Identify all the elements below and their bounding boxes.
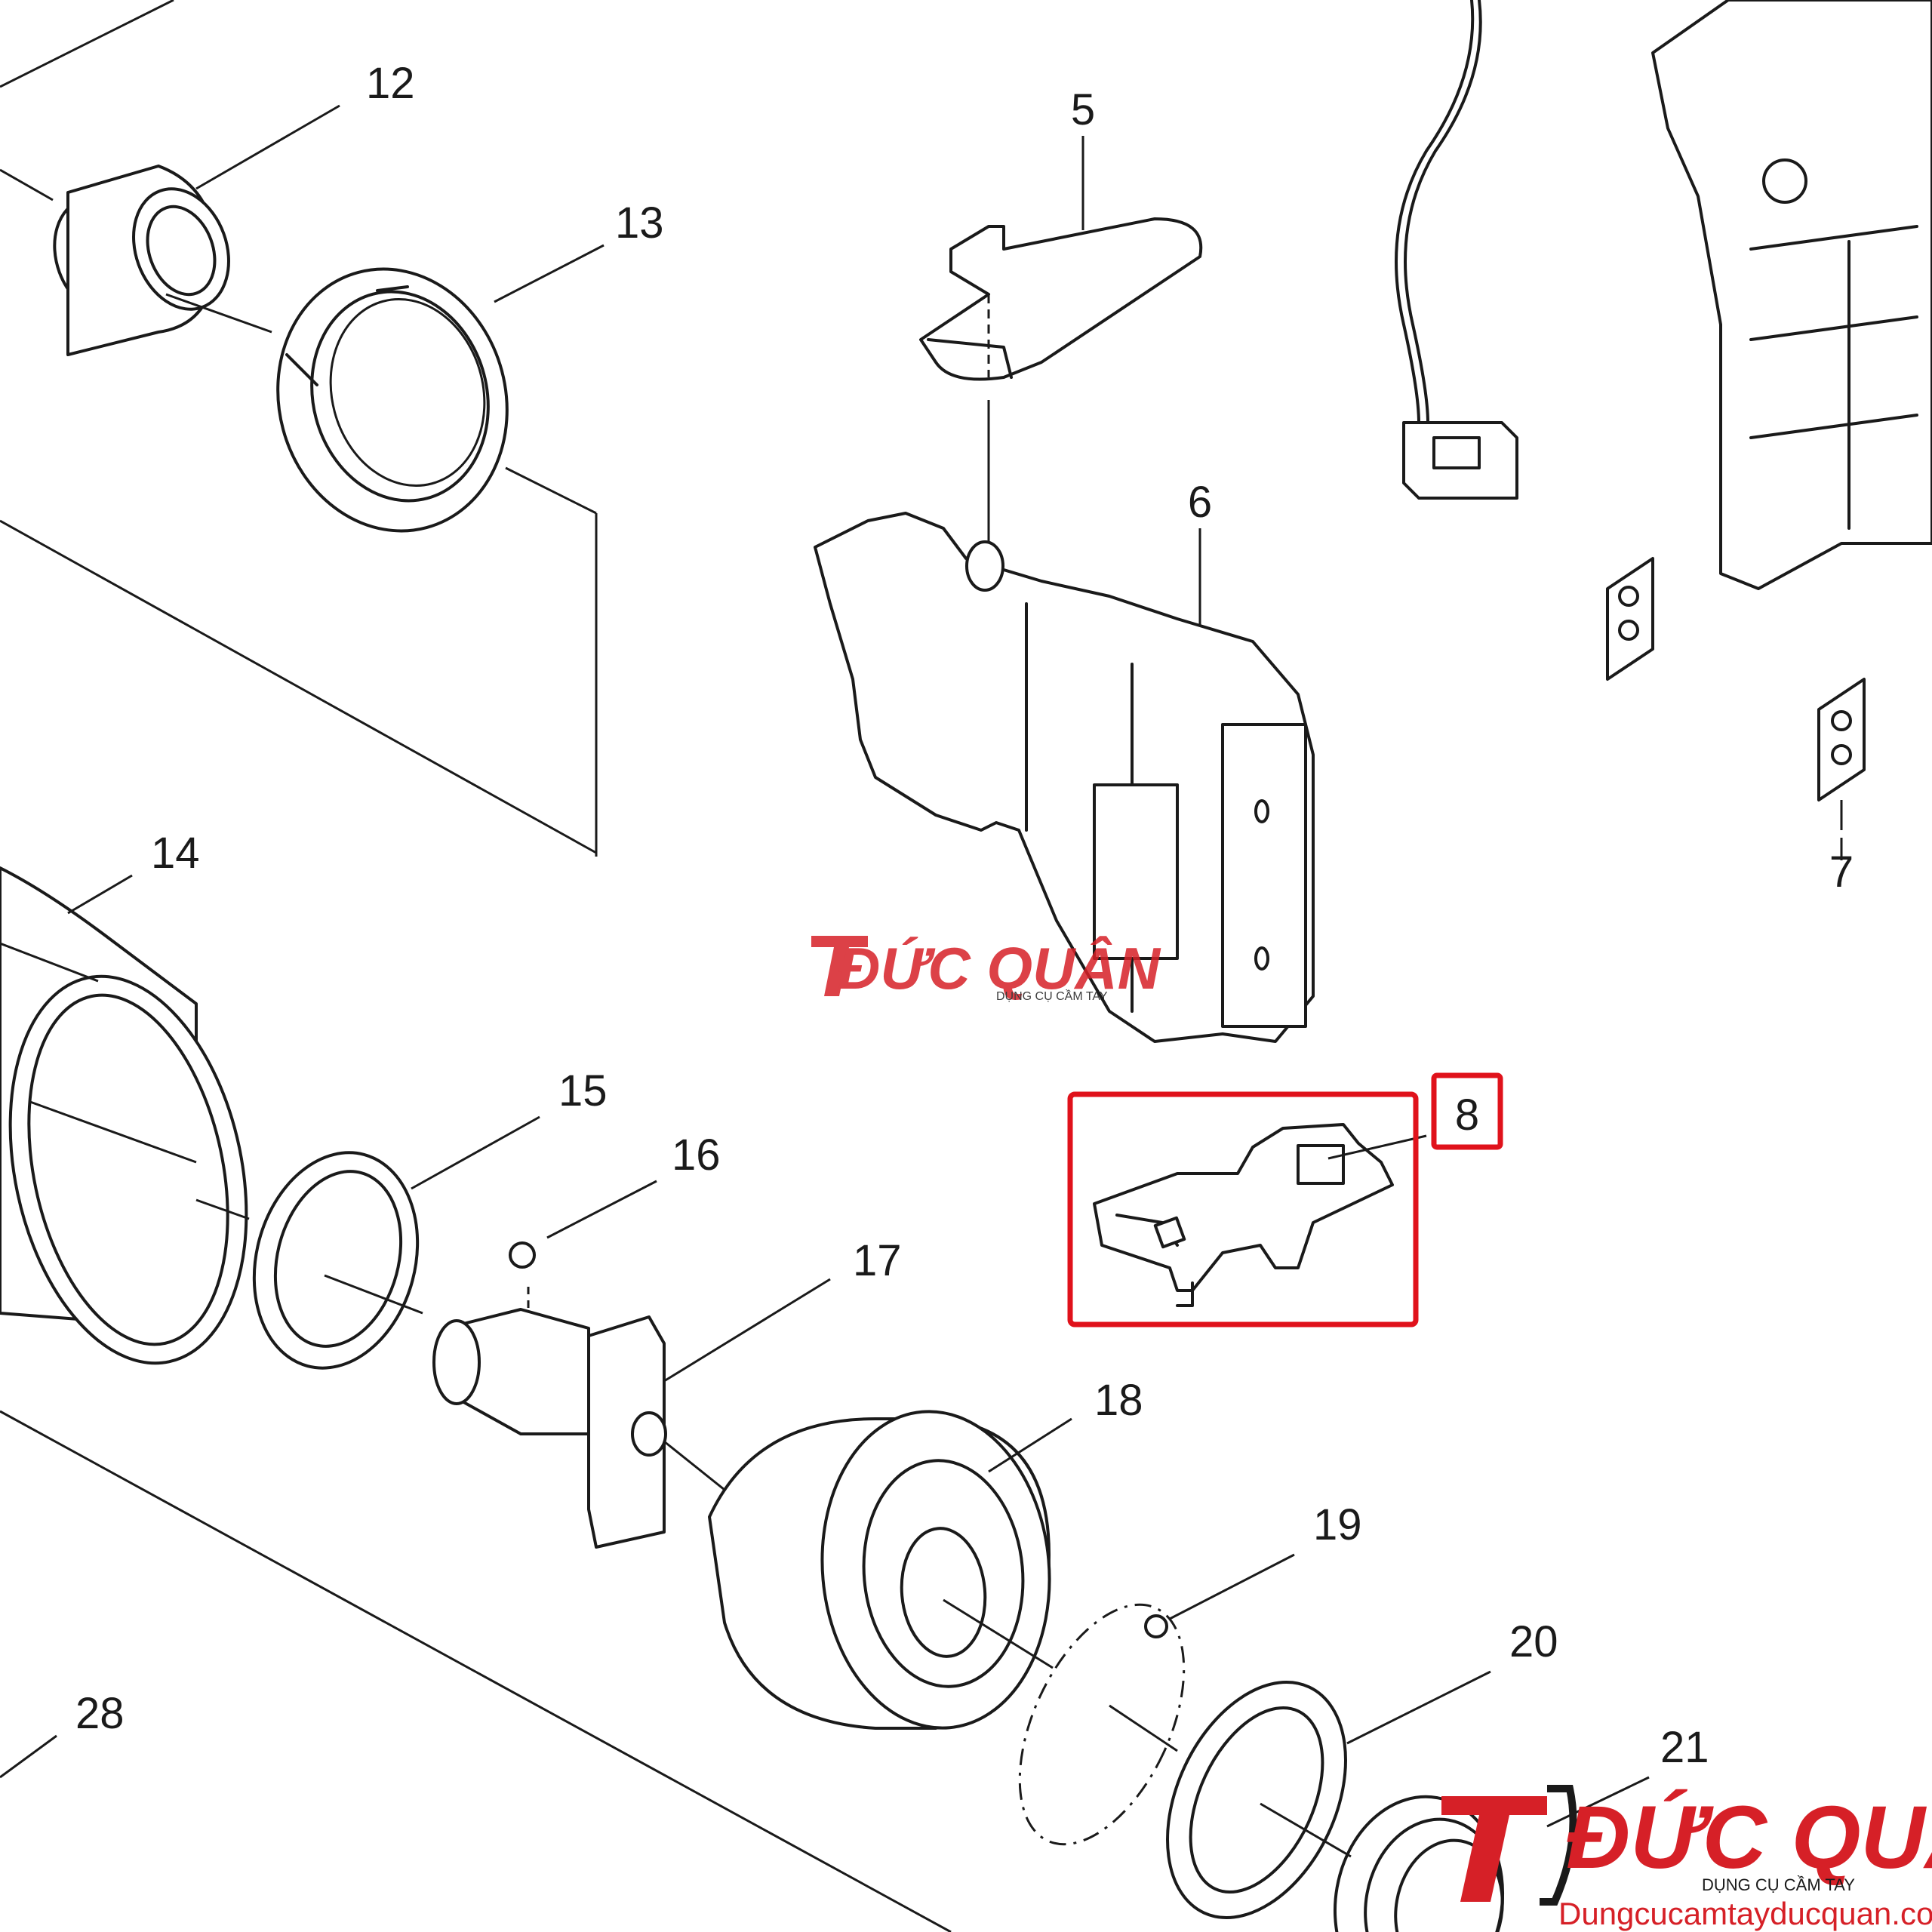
watermark-corner-tagline: DỤNG CỤ CẦM TAY <box>1702 1875 1855 1894</box>
part-19-o-ring <box>1018 1603 1186 1846</box>
part-12-bearing <box>0 165 272 356</box>
part-6-trigger-switch <box>814 512 1315 1043</box>
part-14-housing <box>0 866 250 1365</box>
housing-half <box>1651 0 1932 590</box>
leader-lines <box>0 104 1843 1828</box>
part-20-washer <box>1166 1681 1352 1919</box>
part-number-18: 18 <box>1094 1376 1143 1425</box>
part-number-5: 5 <box>1071 85 1095 134</box>
part-number-15: 15 <box>558 1066 608 1115</box>
part-number-6: 6 <box>1188 478 1212 527</box>
part-18-ring-gear <box>708 1410 1054 1730</box>
part-15-washer <box>252 1151 423 1370</box>
part-number-19: 19 <box>1313 1500 1362 1549</box>
part-5-lever <box>919 217 1203 543</box>
watermark-center: ĐỨC QUÂN DỤNG CỤ CẦM TAY <box>811 935 1161 1003</box>
part-13-ring <box>276 267 509 533</box>
part-number-16: 16 <box>672 1131 721 1180</box>
part-number-17: 17 <box>853 1236 902 1285</box>
watermark-corner-url: Dungcucamtayducquan.com <box>1558 1896 1932 1931</box>
part-8-bracket <box>1093 1123 1427 1307</box>
watermark-corner-brand: ĐỨC QUÂN <box>1566 1787 1932 1887</box>
watermark-center-brand: ĐỨC QUÂN <box>838 935 1161 1001</box>
part-number-14: 14 <box>151 829 200 878</box>
part-numbers: 12 13 5 6 7 8 14 15 16 17 18 19 20 21 28 <box>75 59 1854 1772</box>
highlight-label-box <box>1431 1072 1503 1150</box>
part-17-spindle <box>432 1308 740 1549</box>
part-number-8: 8 <box>1455 1091 1479 1140</box>
drill-logo-icon <box>1441 1785 1577 1906</box>
highlight-box-part-8 <box>1067 1091 1419 1327</box>
watermark-corner: ĐỨC QUÂN DỤNG CỤ CẦM TAY Dungcucamtayduc… <box>1441 1785 1932 1931</box>
part-number-20: 20 <box>1509 1617 1558 1666</box>
wire-connector <box>1395 0 1518 500</box>
part-number-12: 12 <box>366 59 415 108</box>
part-21-spring <box>1333 1795 1505 1932</box>
part-number-28: 28 <box>75 1689 125 1738</box>
part-number-7: 7 <box>1829 848 1854 897</box>
watermark-center-tagline: DỤNG CỤ CẦM TAY <box>996 989 1108 1003</box>
part-number-13: 13 <box>615 198 664 248</box>
part-number-21: 21 <box>1660 1723 1709 1772</box>
drill-logo-icon <box>811 936 868 996</box>
guide-lines <box>0 0 952 1932</box>
part-7-clips <box>1606 557 1866 830</box>
